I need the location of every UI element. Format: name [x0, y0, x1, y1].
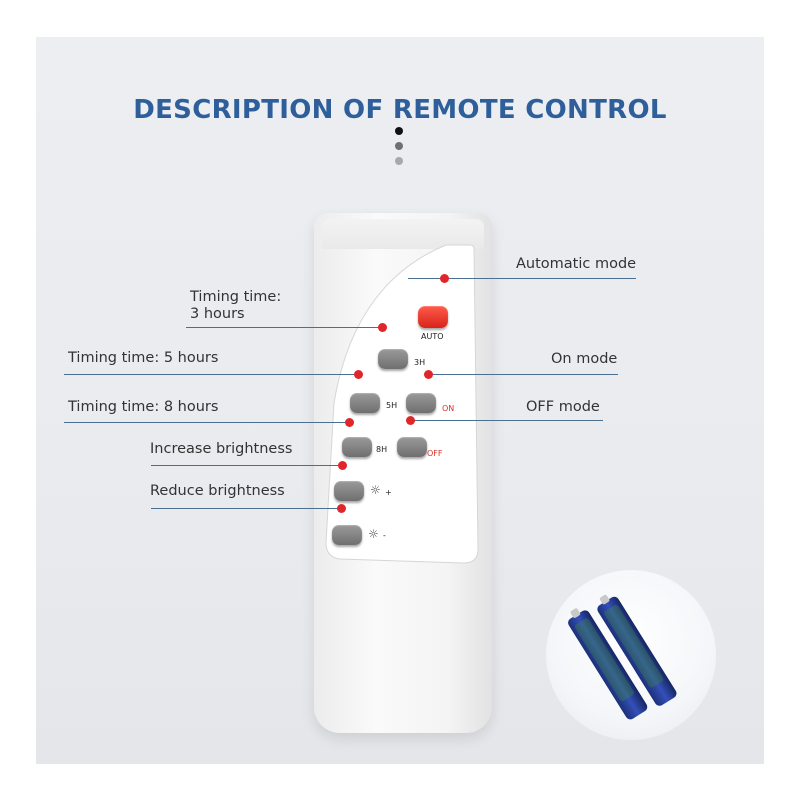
callout-increase-brightness: Increase brightness [150, 441, 293, 457]
sun-icon: ☼ [370, 483, 381, 497]
brightness-up-button[interactable] [334, 481, 364, 501]
marker-dot [440, 274, 449, 283]
on-label: ON [442, 404, 455, 413]
leader-line [411, 420, 603, 421]
callout-timing-8h: Timing time: 8 hours [68, 399, 219, 415]
callout-off-mode: OFF mode [526, 399, 600, 415]
callout-timing-3h-line2: 3 hours [190, 306, 245, 322]
timer-8h-label: 8H [376, 445, 388, 454]
brightness-up-label: + [385, 488, 392, 497]
leader-line [186, 327, 386, 328]
page-title: DESCRIPTION OF REMOTE CONTROL [133, 95, 667, 125]
marker-dot [337, 504, 346, 513]
leader-line [428, 374, 618, 375]
leader-line [408, 278, 636, 279]
leader-line [151, 465, 343, 466]
callout-on-mode: On mode [551, 351, 618, 367]
timer-3h-button[interactable] [378, 349, 408, 369]
marker-dot [378, 323, 387, 332]
brightness-down-label: - [383, 531, 386, 540]
leader-line [151, 508, 341, 509]
on-button[interactable] [406, 393, 436, 413]
callout-reduce-brightness: Reduce brightness [150, 483, 285, 499]
pager-dot[interactable] [395, 142, 403, 150]
off-label: OFF [427, 449, 443, 458]
marker-dot [338, 461, 347, 470]
brightness-down-button[interactable] [332, 525, 362, 545]
auto-label: AUTO [421, 332, 444, 341]
timer-8h-button[interactable] [342, 437, 372, 457]
remote-control: AUTO 3H 5H ON 8H OFF ☼ + ☼ - [314, 213, 492, 733]
timer-5h-label: 5H [386, 401, 398, 410]
marker-dot [354, 370, 363, 379]
callout-timing-5h: Timing time: 5 hours [68, 350, 219, 366]
product-diagram: DESCRIPTION OF REMOTE CONTROL AUTO 3H 5H… [36, 37, 764, 764]
leader-line [64, 374, 358, 375]
button-panel [325, 244, 479, 564]
pager-dot[interactable] [395, 157, 403, 165]
timer-3h-label: 3H [414, 358, 426, 367]
marker-dot [424, 370, 433, 379]
timer-5h-button[interactable] [350, 393, 380, 413]
pager-dot[interactable] [395, 127, 403, 135]
marker-dot [345, 418, 354, 427]
marker-dot [406, 416, 415, 425]
remote-top-cap [322, 219, 484, 249]
callout-timing-3h-line1: Timing time: [190, 289, 282, 305]
callout-automatic-mode: Automatic mode [516, 256, 637, 272]
battery-inset [546, 570, 716, 740]
off-button[interactable] [397, 437, 427, 457]
leader-line [64, 422, 349, 423]
sun-icon: ☼ [368, 527, 379, 541]
battery-icon [568, 594, 677, 720]
auto-button[interactable] [418, 306, 448, 328]
